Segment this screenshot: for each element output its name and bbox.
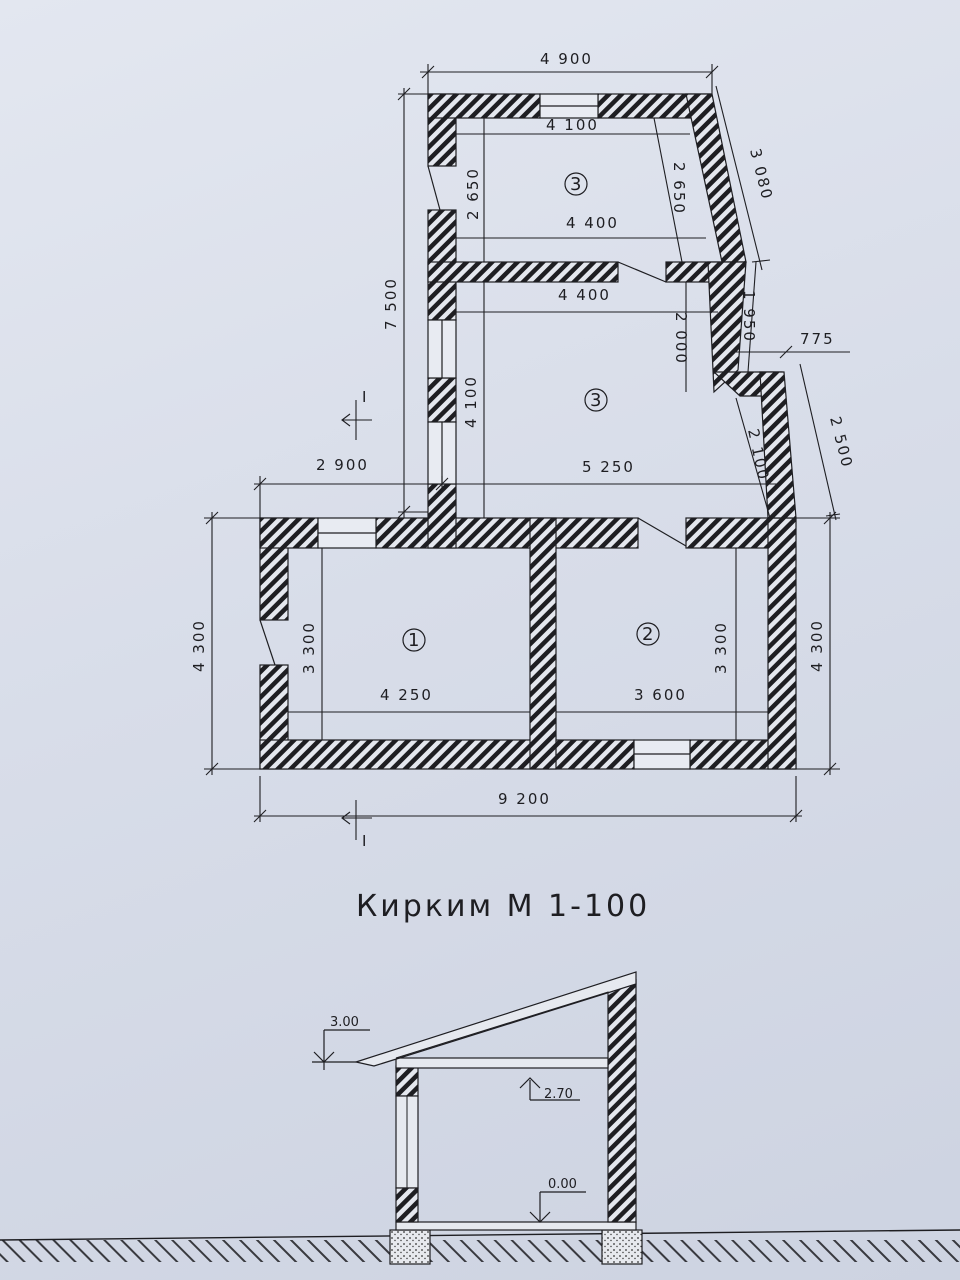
- section-mark-top: I: [362, 388, 368, 406]
- dim-right-segment-2: 2 500: [826, 415, 856, 471]
- room-2-label: 2: [642, 624, 653, 645]
- section-mark-bottom: I: [362, 832, 368, 850]
- room-3-lower-circle: [584, 388, 608, 412]
- wall-upper-top-left: [427, 93, 541, 119]
- level-ceiling: 2.70: [544, 1087, 573, 1102]
- room-3-upper-label: 3: [570, 174, 581, 195]
- dimension-labels: 4 900 4 100 2 650 2 650 4 400 4 400 7 50…: [190, 50, 856, 850]
- room-1-label: 1: [408, 630, 419, 651]
- level-roof: 3.00: [330, 1015, 359, 1030]
- wall-top-right: [685, 517, 779, 549]
- ceiling-beam: [395, 1057, 609, 1069]
- dim-room2-width: 3 600: [634, 686, 687, 704]
- section-wall-left-bottom: [395, 1187, 419, 1223]
- dim-corridor-width: 4 400: [558, 286, 611, 304]
- room-3-lower-label: 3: [590, 390, 601, 411]
- wall-middle-partition: [427, 261, 619, 283]
- dimension-lines: [204, 64, 850, 840]
- dim-upper-lower-width: 4 400: [566, 214, 619, 232]
- room-2-circle: [636, 622, 660, 646]
- dim-left-total-height: 7 500: [382, 277, 400, 330]
- wall-right: [767, 517, 797, 770]
- door-lines: [259, 165, 687, 666]
- dim-room1-width: 4 250: [380, 686, 433, 704]
- plan-caption: Кирким М 1-100: [356, 889, 650, 924]
- dim-mid-width: 5 250: [582, 458, 635, 476]
- roof-wedge: [395, 991, 609, 1059]
- wall-upper-left-d: [427, 483, 457, 549]
- ground-hatch: [0, 1240, 960, 1262]
- dim-right-slant-top: 3 080: [746, 147, 776, 203]
- room-numbers: 1 2 3 3: [408, 174, 653, 651]
- foundation-left: [389, 1229, 431, 1265]
- dim-upper-height-left: 2 650: [464, 167, 482, 220]
- section-wall-left-top: [395, 1065, 419, 1097]
- dim-left-height: 4 300: [190, 619, 208, 672]
- room-1-circle: [402, 628, 426, 652]
- level-floor: 0.00: [548, 1177, 577, 1192]
- foundation-right: [601, 1229, 643, 1265]
- wall-bottom-left: [259, 739, 635, 770]
- room-labels: [402, 172, 660, 652]
- wall-partition: [529, 517, 557, 770]
- level-markers: [312, 1029, 586, 1223]
- dim-offset: 775: [800, 330, 835, 348]
- dim-mid-right-height: 2 000: [672, 312, 690, 365]
- section-wall-right: [607, 978, 637, 1223]
- wall-top-mid: [375, 517, 639, 549]
- floor-slab: [395, 1221, 637, 1231]
- dim-room1-height: 3 300: [300, 621, 318, 674]
- wall-upper-left-c: [427, 377, 457, 423]
- dim-upper-height-right: 2 650: [670, 162, 688, 215]
- dim-total-width: 9 200: [498, 790, 551, 808]
- plan-walls: [259, 93, 797, 770]
- wall-top-left: [259, 517, 319, 549]
- dim-right-height: 4 300: [808, 619, 826, 672]
- room-3-upper-circle: [564, 172, 588, 196]
- dim-mid-room-height: 4 100: [462, 375, 480, 428]
- roof: [353, 971, 637, 1067]
- dim-room2-height: 3 300: [712, 621, 730, 674]
- dim-right-segment: 1 950: [740, 290, 758, 343]
- dim-top-width: 4 900: [540, 50, 593, 68]
- wall-mid-right: [707, 261, 747, 394]
- wall-upper-slant: [685, 93, 747, 263]
- section-view: 3.00 2.70 0.00: [0, 971, 960, 1265]
- dim-left-offset: 2 900: [316, 456, 369, 474]
- windows: [317, 93, 691, 770]
- dim-upper-inner-width: 4 100: [546, 116, 599, 134]
